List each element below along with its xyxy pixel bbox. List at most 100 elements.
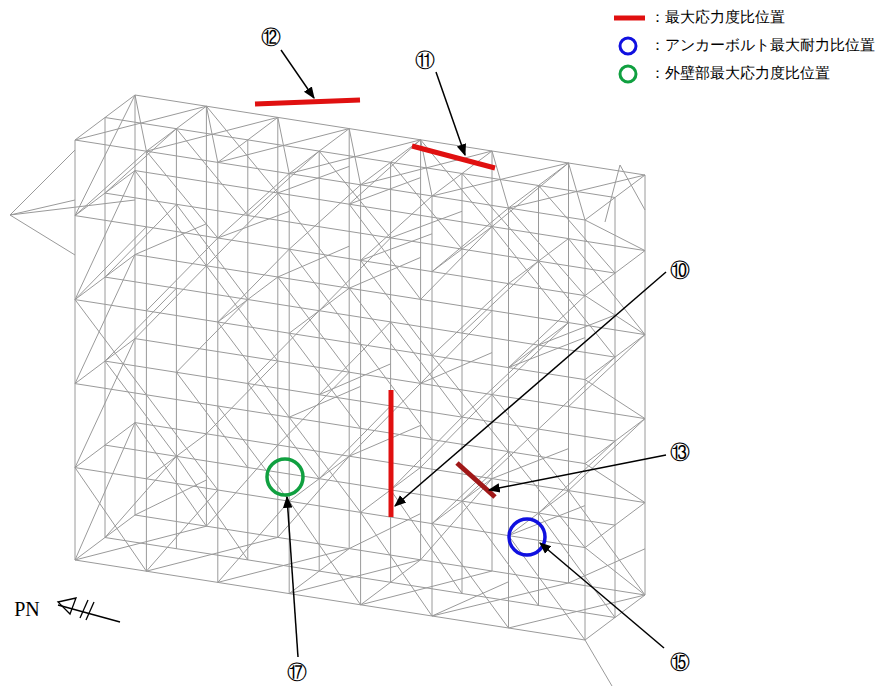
frame-member (361, 234, 432, 261)
frame-member (432, 524, 509, 628)
frame-member (176, 300, 247, 373)
frame-member (146, 238, 217, 311)
frame-member (585, 220, 645, 251)
frame-member (421, 353, 492, 384)
frame-member (349, 425, 420, 456)
frame-member (349, 514, 420, 549)
frame-member (569, 549, 646, 583)
frame-member (75, 423, 135, 560)
frame-member (206, 361, 277, 434)
frame-member (432, 582, 509, 616)
frame-member (391, 211, 462, 238)
frame-member (105, 204, 176, 277)
frame-member (277, 117, 278, 537)
frame-member (206, 445, 277, 526)
frame-member (509, 208, 586, 296)
frame-member (349, 129, 360, 185)
frame-member (75, 423, 135, 468)
frame-member (569, 163, 586, 220)
frame-member (539, 261, 616, 357)
frame-member (75, 468, 146, 572)
frame-member (421, 479, 492, 560)
frame-member (289, 386, 360, 417)
frame-member (391, 162, 462, 249)
frame-member (391, 490, 462, 594)
frame-member (278, 193, 349, 288)
max-stress-member (389, 390, 394, 517)
legend-text: ：アンカーボルト最大耐力比位置 (650, 38, 875, 54)
frame-member (75, 95, 135, 140)
frame-member (539, 513, 616, 617)
frame-member (75, 300, 146, 395)
frame-member (289, 549, 349, 594)
frame-member (605, 165, 620, 222)
frame-member (135, 95, 146, 151)
frame-member (569, 239, 646, 335)
legend-samples (614, 18, 645, 82)
frame-member (248, 311, 319, 384)
frame-member (289, 185, 360, 249)
frame-member (218, 406, 289, 501)
leader-line (287, 497, 298, 657)
frame-member (492, 323, 569, 395)
frame-member (135, 224, 206, 255)
frame-member (421, 311, 492, 384)
frame-member (10, 150, 75, 215)
frame-member (146, 151, 217, 238)
frame-member (492, 151, 493, 571)
frame-member (176, 456, 247, 560)
frame-member (135, 423, 206, 527)
frame-member (349, 257, 420, 288)
wireframe (10, 95, 645, 686)
max-stress-member (412, 146, 495, 168)
frame-member (361, 560, 421, 605)
frame-member (319, 151, 320, 571)
frame-member (492, 227, 569, 323)
frame-member (319, 364, 390, 395)
frame-member (10, 200, 75, 215)
frame-member (146, 395, 217, 490)
legend-text: ：外壁部最大応力度比位置 (650, 66, 830, 82)
frame-member (218, 322, 289, 417)
frame-member (206, 106, 207, 526)
frame-member (135, 266, 206, 339)
frame-member (289, 333, 360, 428)
callout-number: ⑪ (415, 49, 435, 71)
frame-member (432, 583, 569, 616)
leader-line (489, 455, 666, 490)
legend-sample (620, 38, 636, 54)
frame-member (538, 186, 539, 606)
frame-member (247, 140, 248, 560)
frame-member (289, 501, 360, 605)
frame-member (75, 171, 135, 300)
frame-member (206, 193, 277, 266)
frame-member (135, 171, 206, 266)
max-stress-member (255, 100, 360, 104)
frame-member (278, 246, 349, 277)
frame-member (278, 372, 349, 445)
callout-number: ⑮ (670, 651, 690, 673)
leader-line (395, 272, 666, 506)
frame-member (492, 449, 569, 479)
frame-member (248, 384, 319, 479)
frame-member (462, 174, 539, 262)
legend-text: ：最大応力度比位置 (650, 10, 785, 26)
frame-member (620, 165, 645, 210)
frame-member (75, 227, 146, 300)
callout-number: ⑰ (287, 661, 307, 683)
frame-member (509, 452, 586, 548)
frame-member (146, 151, 147, 571)
frame-member (278, 117, 289, 173)
frame-member (218, 249, 289, 322)
frame-member (206, 266, 277, 361)
frame-member (217, 162, 218, 582)
frame-member (432, 356, 509, 452)
frame-member (10, 200, 135, 215)
frame-member (421, 227, 492, 300)
frame-member (218, 549, 349, 583)
frame-member (248, 151, 319, 215)
frame-member (509, 595, 646, 628)
frame-member (206, 106, 217, 162)
